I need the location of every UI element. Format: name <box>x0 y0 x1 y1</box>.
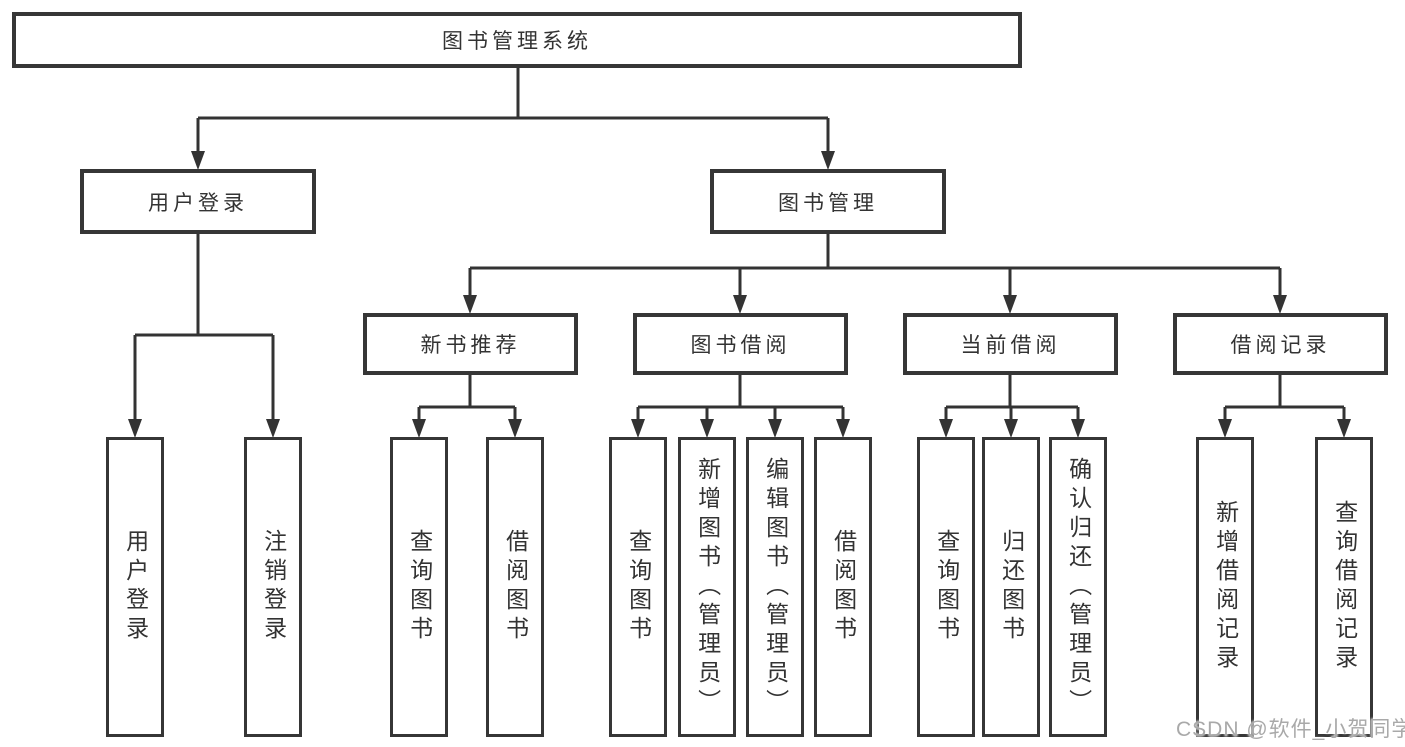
leaf-add-books-admin-label: 新增图书（管理员） <box>694 456 721 718</box>
leaf-borrow-books-b-label: 借阅图书 <box>830 529 857 645</box>
leaf-confirm-return-admin-label: 确认归还（管理员） <box>1065 456 1092 718</box>
node-new-book-recommend-label: 新书推荐 <box>420 334 521 357</box>
leaf-query-borrow-record-label: 查询借阅记录 <box>1331 500 1358 674</box>
leaf-query-books-a-label: 查询图书 <box>406 529 433 645</box>
leaf-borrow-books-b: 借阅图书 <box>814 437 872 737</box>
leaf-edit-books-admin-label: 编辑图书（管理员） <box>762 456 789 718</box>
node-book-management-label: 图书管理 <box>778 191 878 215</box>
node-book-borrowing: 图书借阅 <box>633 313 848 375</box>
leaf-query-books-b-label: 查询图书 <box>625 529 652 645</box>
node-current-borrowing: 当前借阅 <box>903 313 1118 375</box>
leaf-user-login: 用户登录 <box>106 437 164 737</box>
leaf-query-books-c: 查询图书 <box>917 437 975 737</box>
leaf-query-borrow-record: 查询借阅记录 <box>1315 437 1373 737</box>
leaf-borrow-books-a: 借阅图书 <box>486 437 544 737</box>
leaf-add-books-admin: 新增图书（管理员） <box>678 437 736 737</box>
node-root: 图书管理系统 <box>12 12 1022 68</box>
leaf-confirm-return-admin: 确认归还（管理员） <box>1049 437 1107 737</box>
node-root-label: 图书管理系统 <box>442 30 592 53</box>
leaf-query-books-a: 查询图书 <box>390 437 448 737</box>
leaf-borrow-books-a-label: 借阅图书 <box>502 529 529 645</box>
leaf-add-borrow-record-label: 新增借阅记录 <box>1212 500 1239 674</box>
node-book-management: 图书管理 <box>710 169 946 234</box>
leaf-query-books-b: 查询图书 <box>609 437 667 737</box>
leaf-logout: 注销登录 <box>244 437 302 737</box>
leaf-edit-books-admin: 编辑图书（管理员） <box>746 437 804 737</box>
csdn-watermark: CSDN @软件_小贺同学 <box>1176 718 1405 741</box>
node-user-login-label: 用户登录 <box>148 191 248 215</box>
leaf-add-borrow-record: 新增借阅记录 <box>1196 437 1254 737</box>
node-borrowing-records-label: 借阅记录 <box>1230 334 1331 357</box>
node-current-borrowing-label: 当前借阅 <box>960 334 1061 357</box>
leaf-return-books: 归还图书 <box>982 437 1040 737</box>
leaf-user-login-label: 用户登录 <box>122 529 149 645</box>
leaf-query-books-c-label: 查询图书 <box>933 529 960 645</box>
leaf-logout-label: 注销登录 <box>260 529 287 645</box>
node-borrowing-records: 借阅记录 <box>1173 313 1388 375</box>
leaf-return-books-label: 归还图书 <box>998 529 1025 645</box>
node-book-borrowing-label: 图书借阅 <box>690 334 791 357</box>
node-user-login: 用户登录 <box>80 169 316 234</box>
node-new-book-recommend: 新书推荐 <box>363 313 578 375</box>
